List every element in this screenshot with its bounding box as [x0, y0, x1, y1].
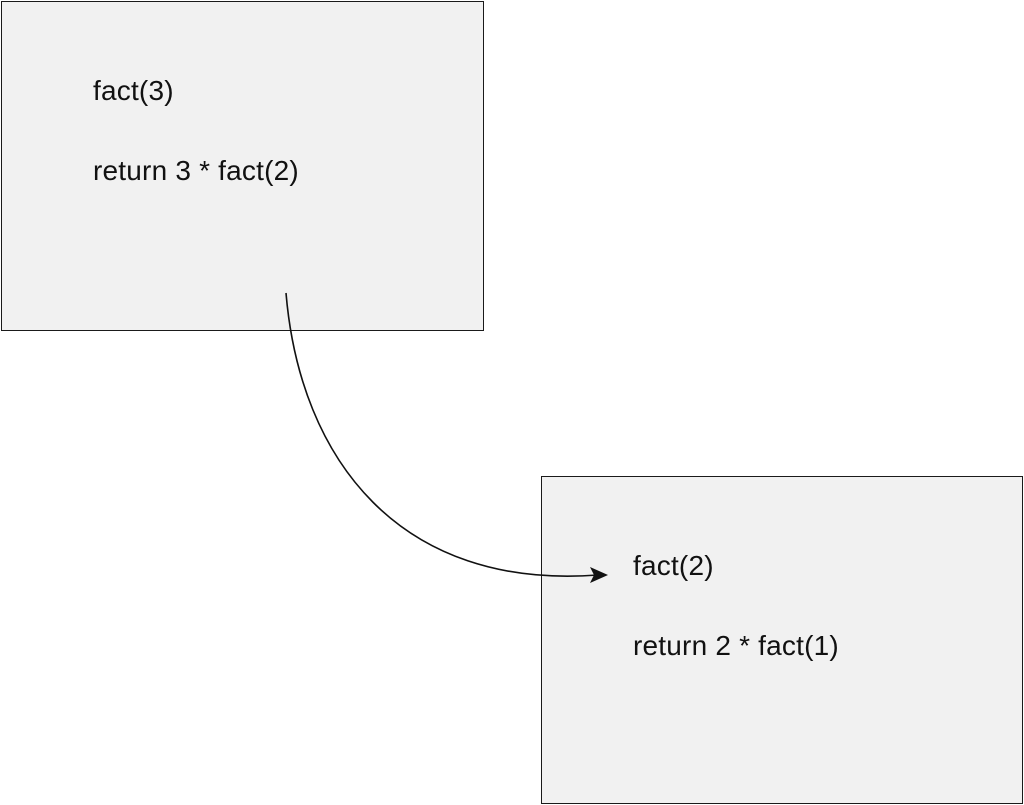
call-frame-fact-2: fact(2) return 2 * fact(1)	[541, 476, 1023, 804]
call-frame-fact-3: fact(3) return 3 * fact(2)	[1, 1, 484, 331]
call-label: fact(2)	[633, 550, 714, 581]
return-statement: return 2 * fact(1)	[633, 630, 839, 661]
call-label: fact(3)	[93, 75, 174, 106]
return-statement: return 3 * fact(2)	[93, 155, 299, 186]
